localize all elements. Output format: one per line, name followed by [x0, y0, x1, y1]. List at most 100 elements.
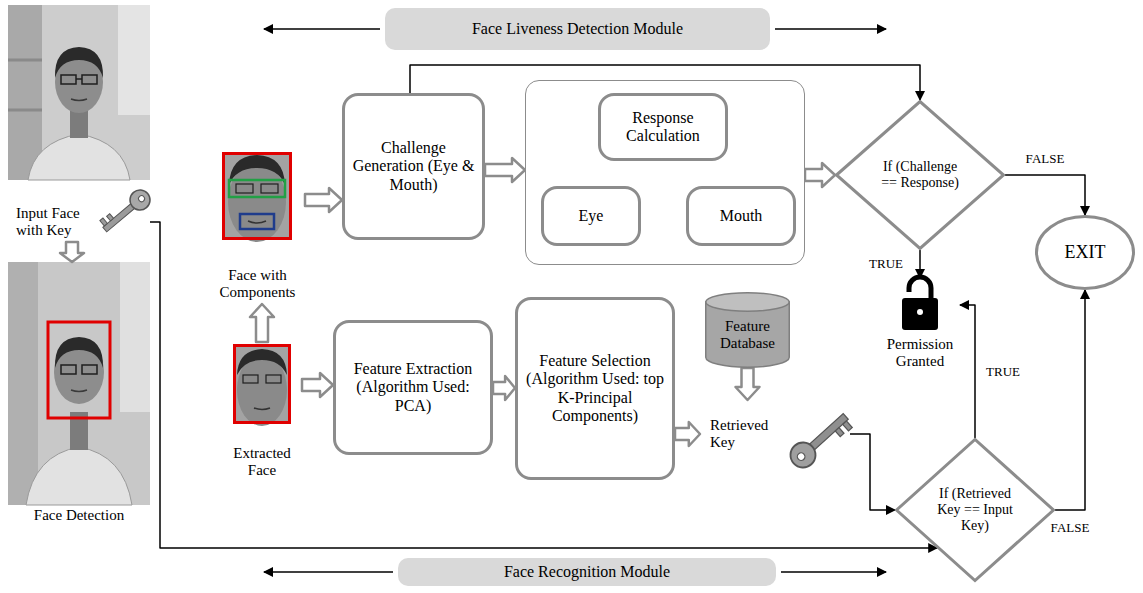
photo-node: Extracted Face: [222, 342, 302, 482]
process-box: Eye: [541, 186, 641, 246]
photo-glasses: [82, 75, 97, 84]
photo-glasses: [243, 375, 258, 383]
span-arrow: [775, 28, 886, 30]
span-arrow: [781, 571, 886, 573]
key-tooth: [100, 218, 108, 226]
key-head: [126, 186, 154, 214]
connector: [960, 305, 975, 438]
face-border: [224, 154, 291, 239]
block-arrow: [305, 188, 342, 212]
photo-shelf-line: [8, 59, 42, 62]
face-detection-box: [48, 322, 110, 418]
mouth-region-box: [240, 214, 274, 229]
node-text: Extracted Face: [222, 445, 302, 480]
node-text: Permission Granted: [880, 336, 960, 371]
photo-hair: [237, 349, 287, 375]
key-icon: [98, 186, 154, 237]
photo-glasses: [76, 78, 82, 80]
photo-shirt: [26, 447, 132, 505]
key-head: [785, 437, 820, 472]
process-box: Feature Selection (Algorithm Used: top K…: [515, 297, 675, 480]
photo-glasses: [236, 184, 253, 193]
photo-shelf: [8, 262, 38, 505]
lock-body: [902, 298, 938, 330]
connector: [850, 434, 895, 510]
block-arrow: [493, 376, 515, 400]
photo-hair: [55, 47, 103, 78]
node-text: Feature Selection (Algorithm Used: top K…: [525, 352, 665, 426]
photo-mouth: [248, 221, 266, 223]
block-arrow: [250, 304, 274, 342]
block-arrow: [736, 368, 760, 400]
key-tooth: [107, 214, 114, 221]
photo-glasses: [61, 75, 76, 84]
photo-shelf-line: [8, 109, 42, 112]
process-box: Mouth: [686, 186, 796, 246]
input-face-photo: [8, 5, 150, 180]
key-hole: [137, 194, 145, 202]
process-box: Feature Extraction (Algorithm Used: PCA): [333, 320, 493, 455]
diamond-shape: [897, 440, 1054, 581]
extracted-face-photo: [233, 344, 291, 426]
photo-wall: [120, 262, 150, 412]
edge-label: TRUE: [867, 257, 905, 271]
key-tooth: [843, 421, 853, 431]
eye-region-box: [229, 180, 285, 197]
face-detection-photo: [8, 262, 150, 505]
ellipse-shape: [1037, 217, 1134, 289]
group-box: Response CalculationEye Mouth: [525, 80, 805, 265]
span-arrow: [264, 571, 393, 573]
module-band: Face Liveness Detection Module: [385, 8, 770, 50]
node-text: Response Calculation: [607, 109, 719, 146]
photo-shirt: [28, 134, 130, 180]
block-arrow: [302, 373, 333, 397]
diamond-shape: [837, 102, 1004, 249]
key-hole: [796, 451, 807, 462]
connector: [150, 222, 937, 548]
photo-glasses: [82, 365, 97, 374]
module-band: Face Recognition Module: [398, 558, 776, 586]
face-components-photo: [222, 152, 292, 242]
photo-mouth: [254, 408, 270, 410]
key-node: Retrieved Key: [700, 400, 850, 468]
block-arrow: [60, 242, 84, 262]
node-text: Face Detection: [34, 507, 124, 524]
node-text: Face Liveness Detection Module: [472, 20, 683, 38]
photo-node: Face with Components: [210, 150, 305, 304]
process-box: Challenge Generation (Eye & Mouth): [342, 93, 485, 240]
decision-diamond: If (Retrieved Key == Input Key): [895, 438, 1055, 582]
photo-mouth: [71, 390, 87, 392]
key-icon: [785, 407, 854, 472]
node-text: If (Challenge == Response): [874, 159, 966, 191]
photo-glasses: [61, 365, 76, 374]
face-border: [235, 346, 290, 423]
photo-glasses: [261, 184, 278, 193]
block-arrow: [805, 163, 835, 187]
block-arrow: [485, 158, 525, 182]
cylinder-top: [706, 293, 790, 312]
module-span-arrows: [264, 29, 886, 572]
permission-icon: Permission Granted: [880, 278, 960, 373]
photo-node: Face Detection: [8, 262, 150, 527]
edge-label: TRUE: [984, 364, 1022, 378]
process-box: Response Calculation: [598, 93, 728, 161]
node-text: Face Recognition Module: [504, 563, 670, 581]
photo-shelf: [8, 5, 42, 180]
connector: [919, 250, 921, 278]
lock-icon: [902, 277, 938, 330]
node-text: Mouth: [720, 207, 763, 225]
photo-mouth: [71, 99, 87, 101]
edge-label: FALSE: [1049, 521, 1092, 535]
node-text: Input Face with Key: [16, 205, 90, 240]
span-arrow: [264, 28, 380, 30]
photo-wall: [118, 5, 150, 115]
lock-keyhole: [917, 309, 923, 315]
block-arrow: [675, 422, 700, 446]
exit-ellipse: EXIT: [1035, 215, 1135, 290]
lock-shackle: [909, 277, 931, 300]
decision-diamond: If (Challenge == Response): [835, 100, 1005, 250]
photo-hair: [55, 337, 103, 368]
photo-ground: [8, 5, 150, 180]
node-text: Feature Extraction (Algorithm Used: PCA): [343, 360, 483, 415]
